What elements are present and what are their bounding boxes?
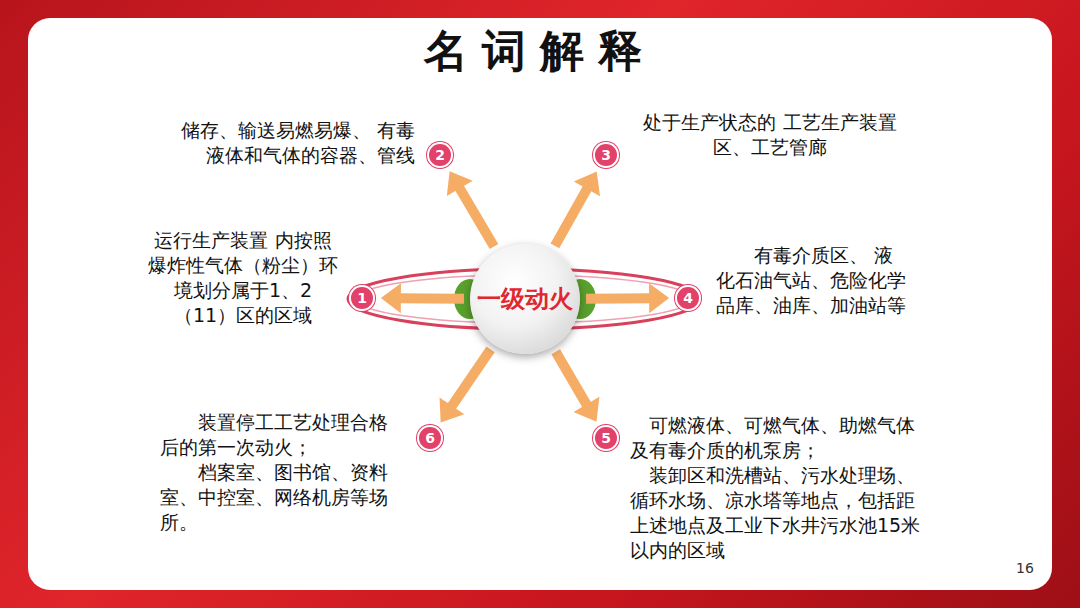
- arrow-head: [574, 171, 600, 196]
- page-number: 16: [1010, 556, 1040, 581]
- description-text: 有毒介质区、 液化石油气站、危险化学品库、油库、加油站等: [716, 243, 911, 318]
- arrow-connector: [555, 171, 600, 245]
- arrow-shaft: [451, 349, 491, 407]
- description-text: 装置停工工艺处理合格后的第一次动火；: [160, 410, 395, 460]
- description-text: 可燃液体、可燃气体、助燃气体及有毒介质的机泵房；: [630, 413, 930, 463]
- description-text: 档案室、图书馆、资料室、中控室、网络机房等场所。: [160, 460, 395, 535]
- description-text: 处于生产状态的 工艺生产装置区、工艺管廊: [630, 110, 910, 160]
- arrow-connector: [586, 283, 669, 313]
- callout-number: 5: [593, 425, 619, 451]
- description-text: 装卸区和洗槽站、污水处理场、循环水场、凉水塔等地点，包括距上述地点及工业下水井污…: [630, 463, 930, 563]
- callout-digit: 5: [601, 430, 611, 446]
- callout-digit: 6: [425, 430, 435, 446]
- arrow-head: [447, 171, 473, 196]
- arrow-shaft: [459, 187, 494, 247]
- center-circle: 一级动火: [470, 244, 580, 354]
- callout-number: 1: [349, 285, 375, 311]
- arrow-head: [381, 283, 401, 313]
- arrow-connector: [440, 349, 491, 422]
- description-text: 储存、输送易燃易爆、 有毒液体和气体的容器、管线: [140, 118, 415, 168]
- arrow-connector: [447, 171, 494, 246]
- description-text: 运行生产装置 内按照爆炸性气体（粉尘）环境划分属于1、2（11）区的区域: [148, 228, 338, 328]
- arrow-head: [649, 283, 669, 313]
- center-label: 一级动火: [477, 283, 573, 315]
- arrow-connector: [556, 352, 600, 422]
- arrow-head: [573, 397, 599, 422]
- arrow-shaft: [586, 293, 651, 303]
- callout-digit: 2: [435, 147, 445, 163]
- slide-title: 名词解释: [0, 22, 1080, 81]
- callout-digit: 4: [683, 290, 693, 306]
- callout-digit: 1: [357, 290, 367, 306]
- arrow-shaft: [399, 293, 464, 303]
- callout-number: 3: [593, 142, 619, 168]
- callout-number: 6: [417, 425, 443, 451]
- arrow-shaft: [555, 187, 588, 246]
- arrow-connector: [381, 283, 464, 313]
- callout-number: 2: [427, 142, 453, 168]
- callout-number: 4: [675, 285, 701, 311]
- arrow-shaft: [556, 352, 588, 406]
- callout-digit: 3: [601, 147, 611, 163]
- arrow-head: [440, 397, 465, 422]
